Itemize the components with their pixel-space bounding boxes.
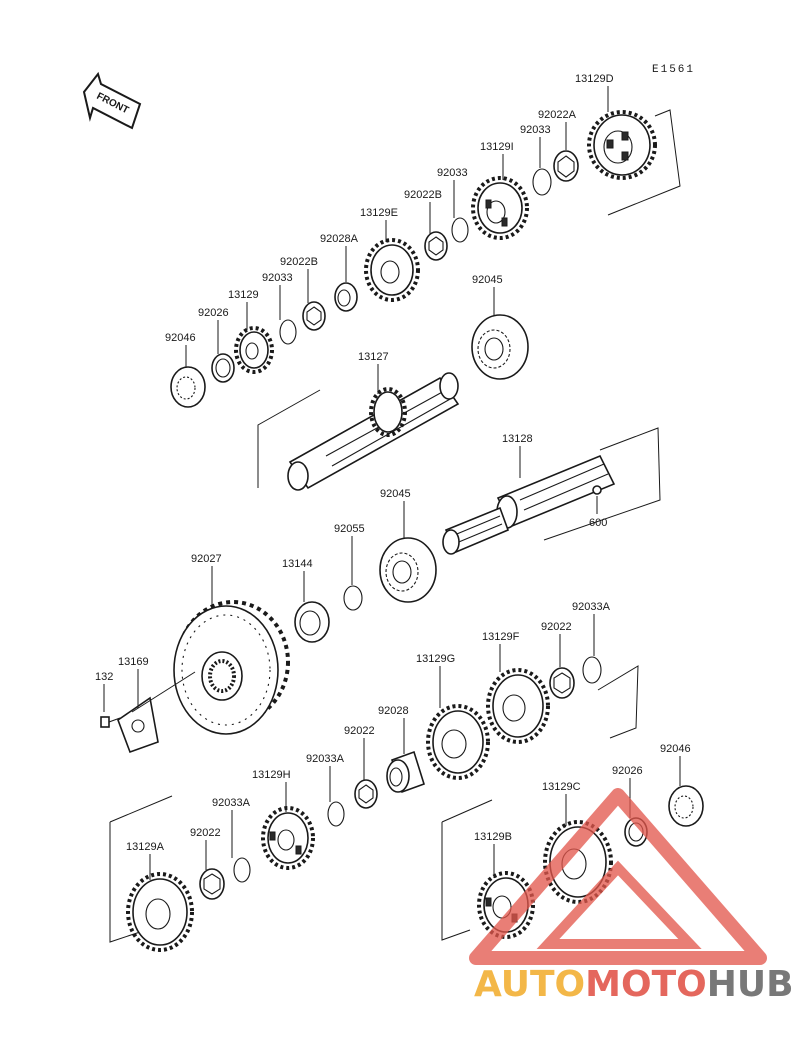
- shaft-13128: [442, 427, 661, 555]
- washer-92022A: [553, 150, 579, 182]
- bearing-92046-a: [170, 366, 206, 408]
- label-13129I: 13129I: [480, 141, 514, 153]
- bearing-92046-b: [668, 785, 704, 827]
- label-13129B: 13129B: [474, 831, 512, 843]
- washer-92022-a: [549, 667, 575, 699]
- label-13129H: 13129H: [252, 769, 291, 781]
- gear-13129H: [261, 806, 315, 870]
- bushing-92028: [386, 750, 425, 794]
- bolt-132: [100, 716, 121, 728]
- label-13129E: 13129E: [360, 207, 398, 219]
- label-92028: 92028: [378, 705, 409, 717]
- label-92046-a: 92046: [165, 332, 196, 344]
- circlip-92055: [343, 585, 363, 611]
- watermark-auto: AUTO: [474, 964, 585, 1005]
- label-600: 600: [589, 517, 607, 529]
- bushing-92028A: [334, 282, 358, 312]
- label-92026-b: 92026: [612, 765, 643, 777]
- collar-92027: [294, 601, 330, 643]
- label-92045-a: 92045: [472, 274, 503, 286]
- label-13129C: 13129C: [542, 781, 581, 793]
- label-92022-c: 92022: [190, 827, 221, 839]
- label-92033-a: 92033: [520, 124, 551, 136]
- circlip-92033-a: [532, 168, 552, 196]
- label-92022B-b: 92022B: [280, 256, 318, 268]
- label-92033-c: 92033: [262, 272, 293, 284]
- automotohub-watermark: AUTOMOTOHUB: [469, 788, 794, 1005]
- plate-13169: [117, 696, 159, 754]
- svg-text:AUTOMOTOHUB: AUTOMOTOHUB: [474, 964, 794, 1005]
- gear-13129D: [587, 110, 657, 180]
- circlip-92033A-a: [582, 656, 602, 684]
- ball-600: [592, 485, 602, 495]
- label-13129A: 13129A: [126, 841, 165, 853]
- reference-code: E1561: [652, 64, 695, 76]
- watermark-hub: HUB: [707, 964, 794, 1005]
- washer-92022B-b: [302, 301, 326, 331]
- label-13169: 13169: [118, 656, 149, 668]
- gear-13129E: [364, 238, 420, 302]
- gear-13129: [234, 326, 274, 374]
- label-13144: 92027: [191, 553, 222, 565]
- label-92033A-a: 92033A: [572, 601, 611, 613]
- label-92033A-c: 92033A: [212, 797, 251, 809]
- circlip-92033-c: [279, 319, 297, 345]
- watermark-triangle-logo-icon: [469, 788, 767, 965]
- label-92028A: 92028A: [320, 233, 359, 245]
- circlip-92033-b: [451, 217, 469, 243]
- circlip-92033A-c: [233, 857, 251, 883]
- drum-13144: [173, 600, 290, 735]
- shaft-13127: [257, 372, 460, 491]
- label-92022-a: 92022: [541, 621, 572, 633]
- label-13129D: 13129D: [575, 73, 614, 85]
- label-132: 132: [95, 671, 113, 683]
- gear-13129G: [426, 704, 490, 780]
- label-92055: 92055: [334, 523, 365, 535]
- front-arrow-icon: FRONT: [82, 71, 142, 130]
- watermark-moto: MOTO: [585, 964, 707, 1005]
- label-92027: 13144: [282, 558, 313, 570]
- label-92033-b: 92033: [437, 167, 468, 179]
- washer-92022B-a: [424, 231, 448, 261]
- bearing-92045-a: [471, 314, 529, 380]
- gear-13129F: [486, 668, 550, 744]
- washer-92022-c: [199, 868, 225, 900]
- gear-13129I: [471, 176, 529, 240]
- washer-92022-b: [354, 779, 378, 809]
- label-92022-b: 92022: [344, 725, 375, 737]
- bearing-92045-b: [379, 537, 437, 603]
- ring-92026-a: [211, 353, 235, 383]
- label-92022B-a: 92022B: [404, 189, 442, 201]
- label-13127: 13127: [358, 351, 389, 363]
- gear-13129A: [126, 872, 194, 952]
- circlip-92033A-b: [327, 801, 345, 827]
- label-92046-b: 92046: [660, 743, 691, 755]
- label-13128: 13128: [502, 433, 533, 445]
- label-92026-a: 92026: [198, 307, 229, 319]
- label-13129: 13129: [228, 289, 259, 301]
- label-92033A-b: 92033A: [306, 753, 345, 765]
- label-92022A: 92022A: [538, 109, 577, 121]
- label-13129G: 13129G: [416, 653, 455, 665]
- gear-13129C: [543, 820, 613, 904]
- label-92045-b: 92045: [380, 488, 411, 500]
- label-13129F: 13129F: [482, 631, 520, 643]
